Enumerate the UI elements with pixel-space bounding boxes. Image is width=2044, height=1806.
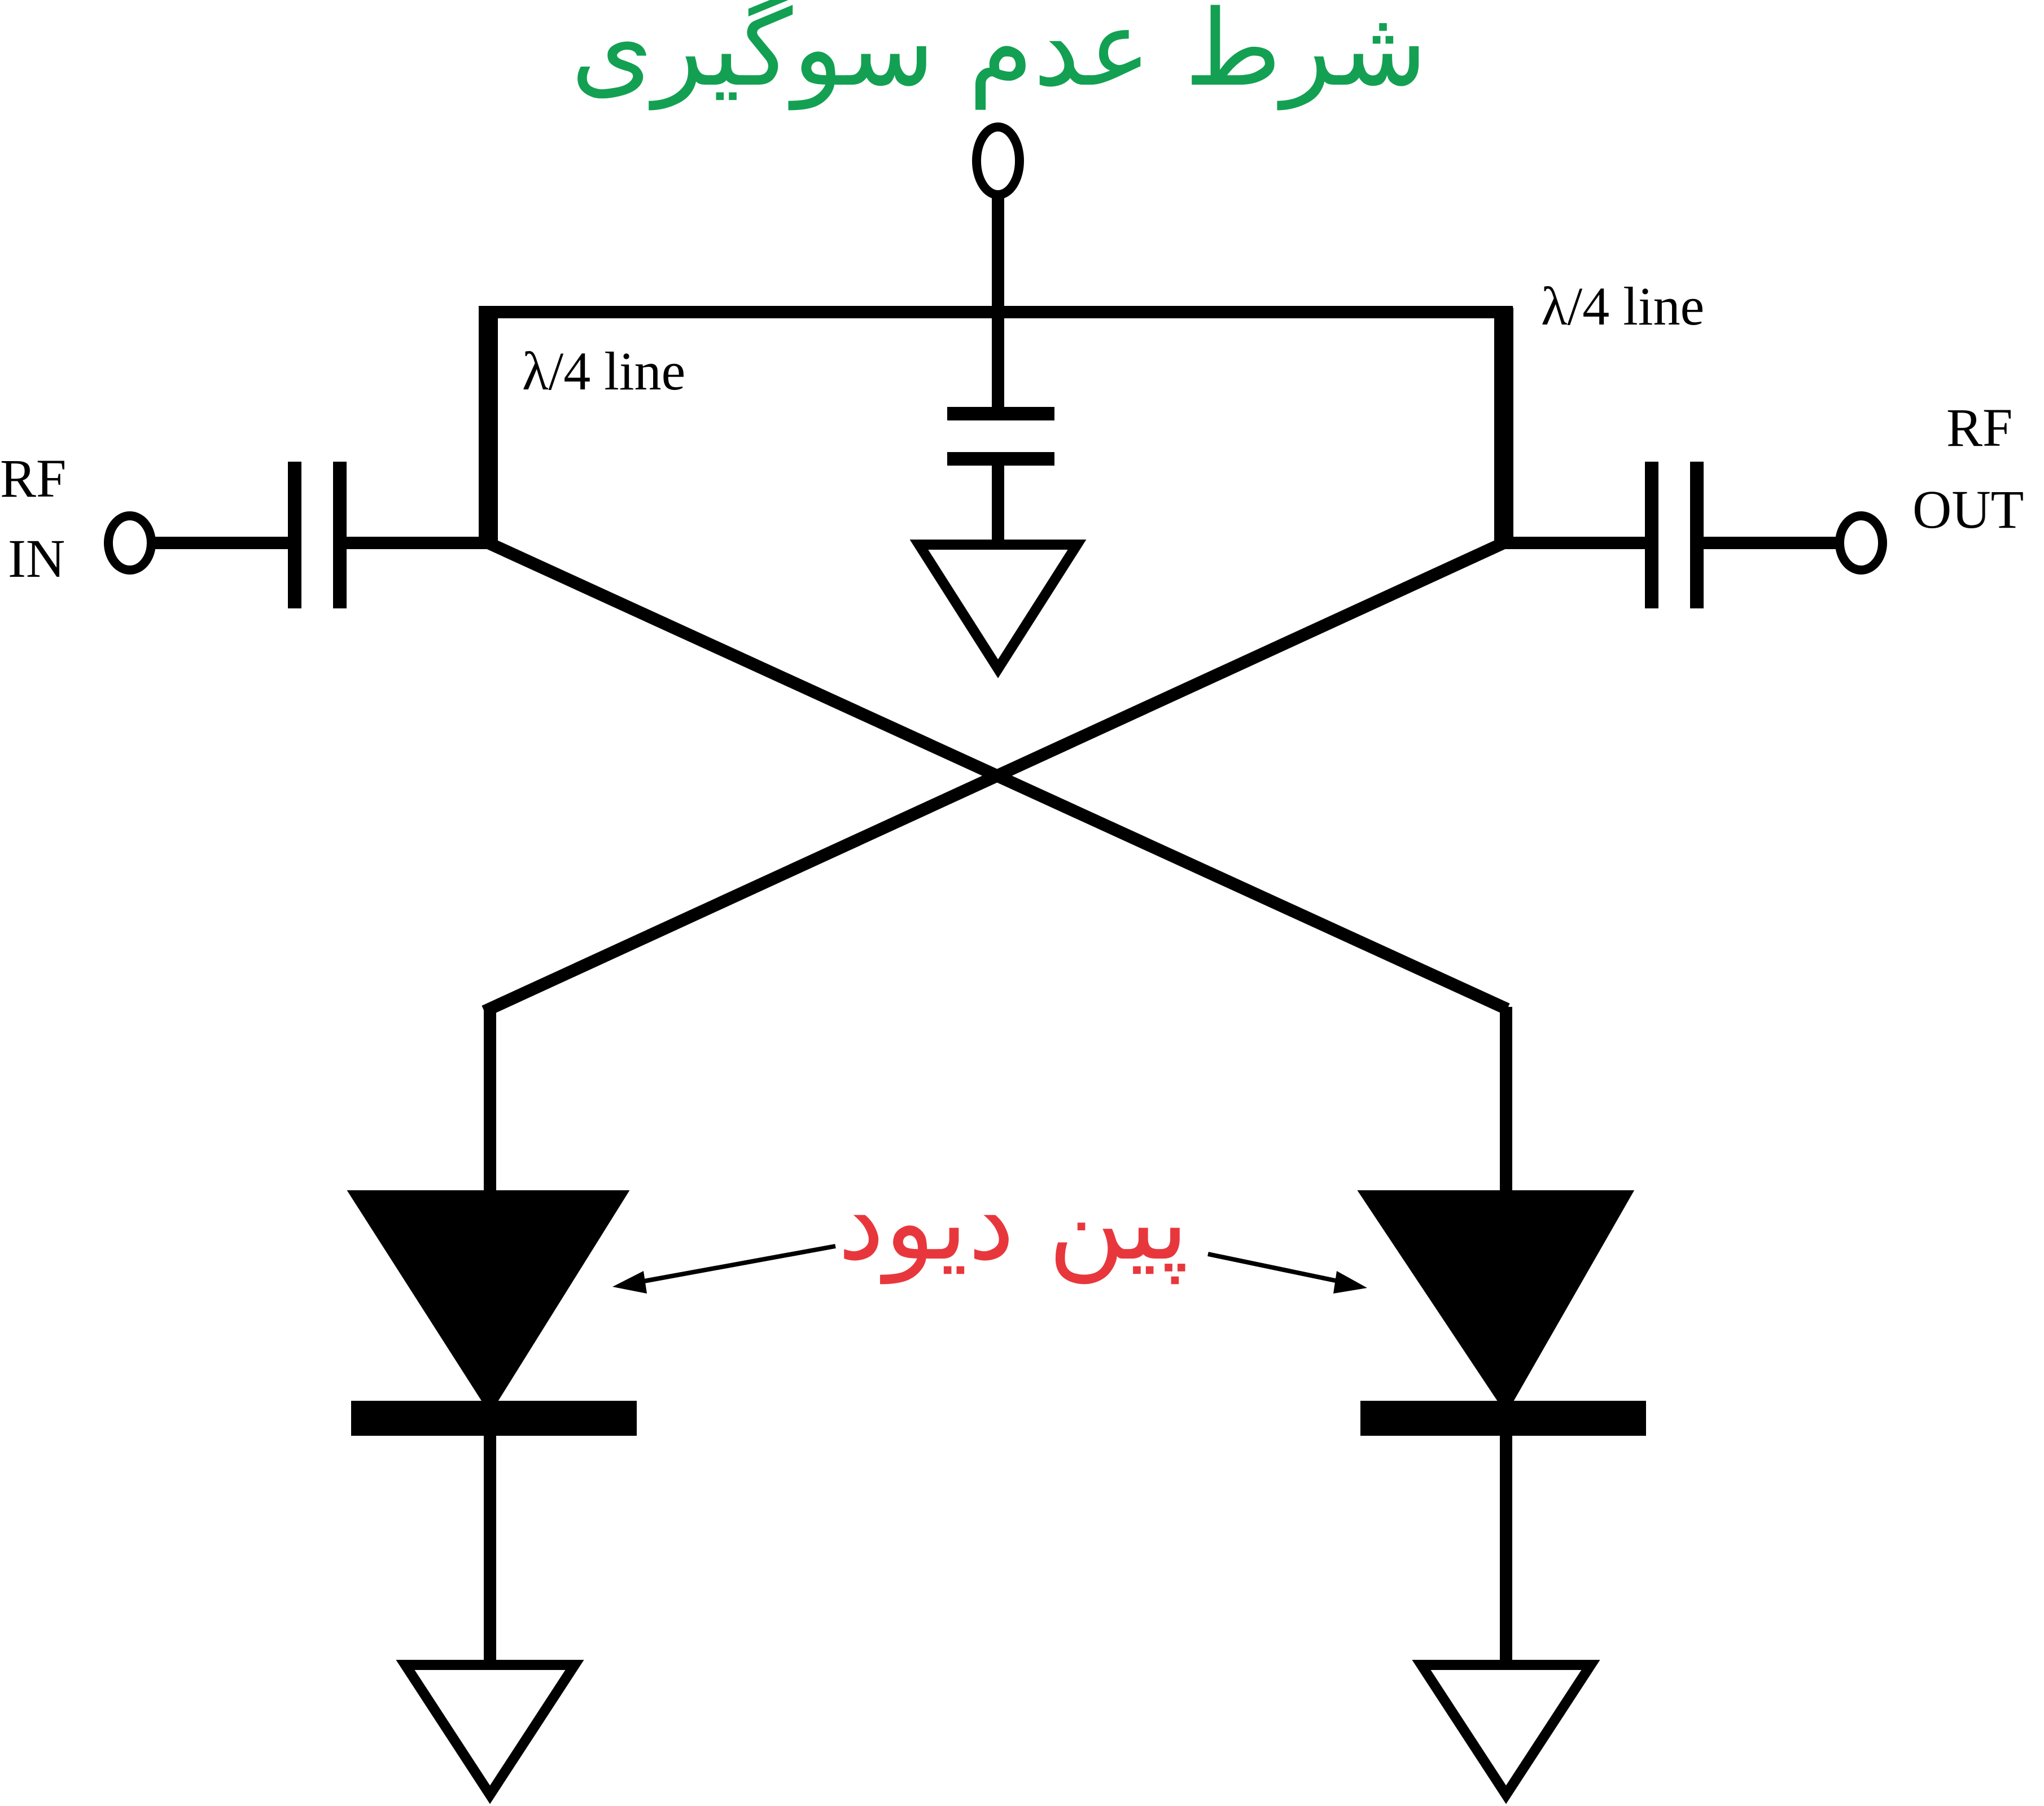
pointer-arrow-left (612, 1244, 836, 1294)
rf-in-label: RF (0, 448, 66, 509)
rf-out-label: RF (1946, 397, 2012, 458)
rf-in-coupling-capacitor (151, 462, 491, 608)
rf-out-label: OUT (1912, 479, 2024, 540)
bias-terminal (972, 122, 1024, 312)
bias-condition-title: شرط عدم سوگیری (571, 0, 1427, 111)
pin-diode-right (1357, 1007, 1646, 1665)
ground-symbol-right (1412, 1660, 1600, 1804)
pin-diode-label: پین دیود (838, 1161, 1189, 1285)
ground-symbol-center (909, 540, 1087, 678)
pin-diode-left (347, 1009, 637, 1665)
bypass-capacitor (947, 312, 1054, 545)
rf-out-coupling-capacitor (1502, 462, 1840, 608)
pointer-arrow-right (1207, 1252, 1367, 1294)
rf-in-terminal (104, 511, 156, 575)
rf-in-label: IN (8, 528, 65, 589)
ground-symbol-left (396, 1660, 584, 1804)
quarter-wave-label-right: λ/4 line (1541, 276, 1704, 336)
crossed-lines (482, 537, 1510, 1017)
rf-out-terminal (1835, 511, 1887, 575)
quarter-wave-label-left: λ/4 line (522, 341, 685, 401)
